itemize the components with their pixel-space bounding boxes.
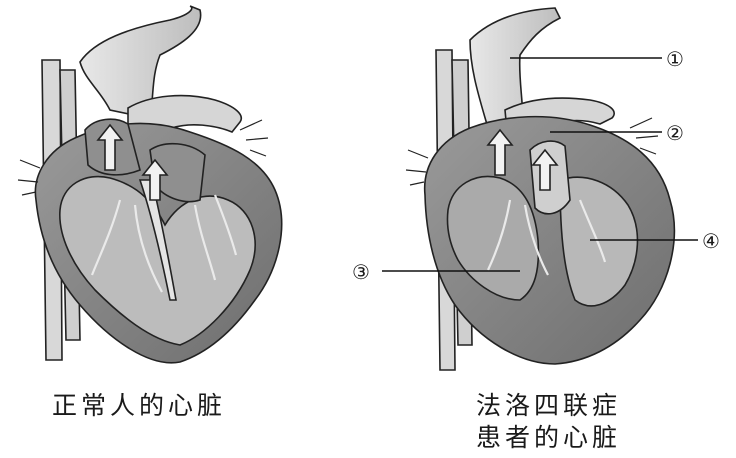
small-vessels <box>17 119 269 196</box>
flow-arrow <box>141 158 169 201</box>
normal-heart <box>17 5 283 364</box>
marker-4: ④ <box>702 229 720 253</box>
right-ventricle <box>446 175 540 301</box>
overriding-aorta <box>469 7 562 131</box>
aorta <box>79 5 202 119</box>
caption-tetralogy-line1: 法洛四联症 <box>476 391 622 420</box>
small-vessels <box>405 117 659 186</box>
caption-tetralogy-line2: 患者的心脏 <box>476 423 622 452</box>
left-ventricle <box>559 176 639 307</box>
flow-arrow <box>96 123 124 171</box>
label-leaders <box>382 57 698 272</box>
chordae <box>90 194 238 293</box>
septum <box>138 179 177 301</box>
caption-normal-heart: 正常人的心脏 <box>52 391 227 420</box>
left-atrium <box>149 142 206 203</box>
marker-1: ① <box>666 47 684 71</box>
flow-arrow <box>486 128 514 176</box>
marker-3: ③ <box>352 260 370 284</box>
flow-arrow <box>531 148 559 191</box>
label-markers: ① ② ③ ④ <box>352 47 720 284</box>
chordae <box>487 199 607 276</box>
tetralogy-heart <box>405 7 676 371</box>
ventricle-cavity <box>59 175 256 346</box>
marker-2: ② <box>666 121 684 145</box>
